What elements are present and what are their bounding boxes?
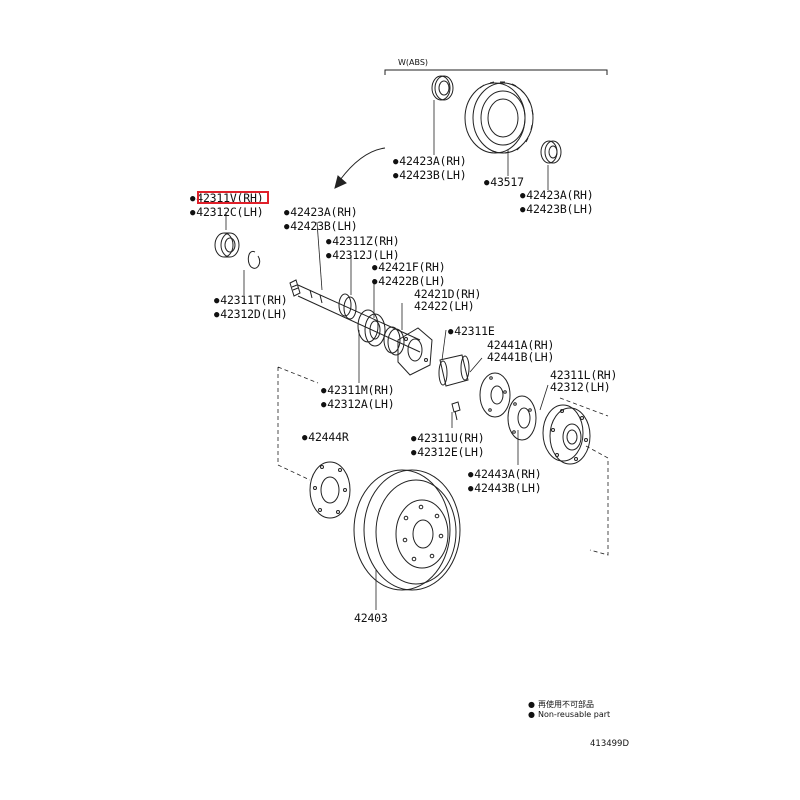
callout-gasket: ●42443A(RH) ●42443B(LH)	[468, 467, 542, 495]
non-reusable-bullet-icon: ●	[393, 171, 399, 181]
non-reusable-bullet-icon: ●	[520, 191, 526, 201]
drawing-code: 413499D	[590, 739, 629, 749]
reference-dashed-lines	[277, 366, 609, 556]
callout-axle-hub: 42311L(RH) 42312(LH)	[550, 368, 618, 394]
non-reusable-bullet-icon: ●	[520, 205, 526, 215]
callout-snap-ring: ●42311T(RH) ●42312D(LH)	[214, 293, 288, 321]
legend: ●再使用不可部品 ●Non-reusable part	[528, 700, 611, 719]
non-reusable-bullet-icon: ●	[468, 470, 474, 480]
callout-bearing-retainer: ●42311M(RH) ●42312A(LH)	[321, 383, 395, 411]
non-reusable-bullet-icon: ●	[321, 400, 327, 410]
oil-seal-right	[540, 140, 562, 164]
part-highlight-box	[197, 191, 269, 204]
gasket-42444r	[309, 461, 351, 519]
callout-hub-bolt: ●42311U(RH) ●42312E(LH)	[411, 431, 485, 459]
callout-gasket-42444r: ●42444R	[302, 430, 349, 444]
gasket	[507, 395, 537, 441]
non-reusable-bullet-icon: ●	[214, 310, 220, 320]
non-reusable-bullet-icon: ●	[528, 710, 535, 719]
callout-bearing-shaft: ●42421F(RH) ●42422B(LH)	[372, 260, 446, 288]
callout-bearing-left[interactable]: ●42311V(RH) ●42312C(LH)	[190, 191, 264, 219]
non-reusable-bullet-icon: ●	[302, 433, 308, 443]
axle-hub-flange	[542, 404, 591, 465]
callout-retainer-ring: 42421D(RH) 42422(LH)	[414, 287, 482, 313]
non-reusable-bullet-icon: ●	[372, 277, 378, 287]
non-reusable-bullet-icon: ●	[326, 237, 332, 247]
non-reusable-bullet-icon: ●	[284, 222, 290, 232]
non-reusable-bullet-icon: ●	[468, 484, 474, 494]
abs-group-bracket	[384, 69, 608, 75]
oil-seal-upper-left	[431, 75, 454, 101]
shaft-collar	[338, 293, 357, 320]
leader-lines	[225, 100, 549, 610]
brake-drum	[353, 469, 461, 591]
non-reusable-bullet-icon: ●	[528, 700, 535, 709]
callout-hub-sleeve: ●42311E	[448, 324, 495, 338]
bearing-left	[214, 232, 240, 258]
hub-bolt	[451, 401, 461, 421]
callout-oil-seal-shaft: ●42423A(RH) ●42423B(LH)	[284, 205, 358, 233]
callout-shaft-collar: ●42311Z(RH) ●42312J(LH)	[326, 234, 400, 262]
non-reusable-bullet-icon: ●	[393, 157, 399, 167]
non-reusable-bullet-icon: ●	[484, 178, 490, 188]
non-reusable-bullet-icon: ●	[372, 263, 378, 273]
direction-arrow	[334, 147, 386, 189]
highlighted-part-number[interactable]: 42311V(RH)	[196, 191, 264, 205]
axle-shaft	[289, 279, 421, 353]
abs-rotor-gear	[464, 81, 534, 154]
snap-ring	[247, 250, 261, 269]
non-reusable-bullet-icon: ●	[448, 327, 454, 337]
non-reusable-bullet-icon: ●	[190, 194, 196, 204]
callout-backing-plate: 42441A(RH) 42441B(LH)	[487, 338, 555, 364]
callout-brake-drum: 42403	[354, 611, 388, 625]
non-reusable-bullet-icon: ●	[321, 386, 327, 396]
abs-group-label: W(ABS)	[398, 58, 429, 67]
retainer-ring	[383, 326, 405, 356]
backing-plate-left	[479, 372, 511, 418]
non-reusable-bullet-icon: ●	[214, 296, 220, 306]
non-reusable-bullet-icon: ●	[284, 208, 290, 218]
non-reusable-bullet-icon: ●	[190, 208, 196, 218]
callout-oil-seal-abs-right: ●42423A(RH) ●42423B(LH)	[520, 188, 594, 216]
shaft-bearing	[357, 309, 386, 347]
callout-abs-rotor: ●43517	[484, 175, 524, 189]
bearing-retainer-plate	[397, 327, 433, 376]
hub-sleeve	[438, 354, 470, 387]
callout-oil-seal-abs-left: ●42423A(RH) ●42423B(LH)	[393, 154, 467, 182]
non-reusable-bullet-icon: ●	[326, 251, 332, 261]
non-reusable-bullet-icon: ●	[411, 448, 417, 458]
non-reusable-bullet-icon: ●	[411, 434, 417, 444]
